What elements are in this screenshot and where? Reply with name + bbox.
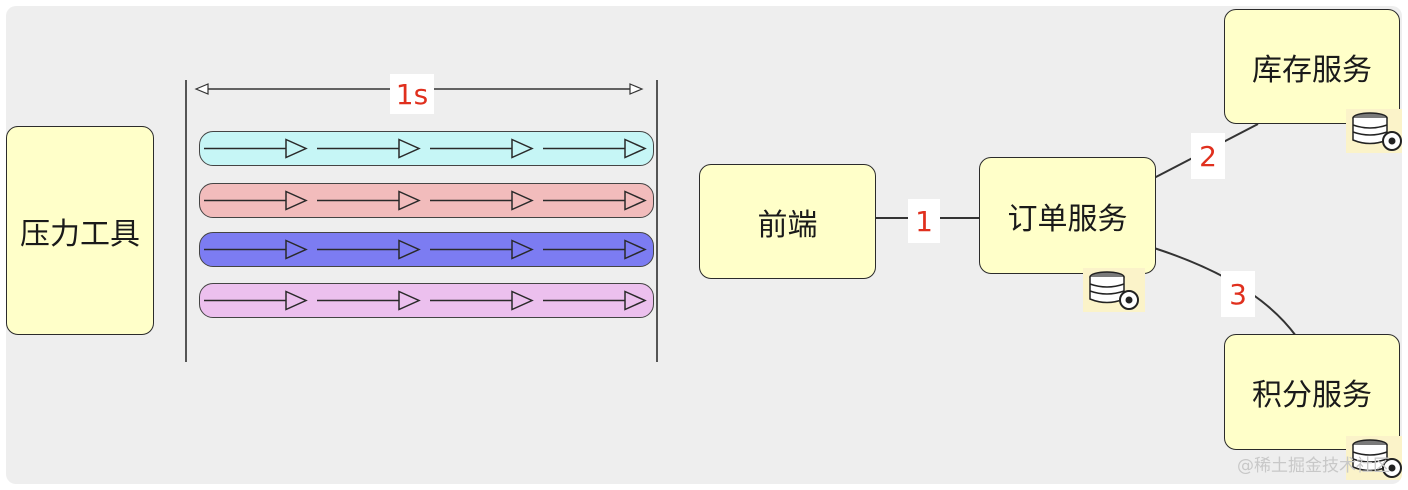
- points-service-node: 积分服务: [1224, 334, 1400, 450]
- duration-arrow-right-head: [629, 83, 644, 95]
- order-service-node: 订单服务: [979, 157, 1156, 274]
- inventory-service-node: 库存服务: [1224, 9, 1400, 124]
- database-gear-icon: [1083, 268, 1145, 312]
- database-gear-icon: [1346, 109, 1402, 153]
- request-lane-2: [199, 183, 654, 218]
- database-gear-icon: [1346, 436, 1402, 480]
- frontend-label: 前端: [757, 207, 818, 243]
- duration-arrow-left-head: [194, 83, 209, 95]
- edge-label-3: 3: [1221, 271, 1255, 317]
- frontend-node: 前端: [699, 164, 876, 279]
- points-service-label: 积分服务: [1252, 378, 1372, 413]
- request-lane-4: [199, 283, 654, 318]
- request-lane-1: [199, 131, 654, 166]
- duration-label: 1s: [390, 74, 434, 114]
- pressure-tool-node: 压力工具: [6, 126, 154, 335]
- edge-label-2: 2: [1191, 133, 1225, 179]
- edge-label-1: 1: [908, 199, 940, 243]
- watermark: @稀土掘金技术社区: [1237, 456, 1390, 476]
- pressure-tool-label: 压力工具: [20, 216, 140, 252]
- diagram-canvas: 压力工具 前端 订单服务 库存服务 积分服务 1 2 3 1s: [6, 6, 1402, 484]
- request-lane-3: [199, 232, 654, 267]
- inventory-service-label: 库存服务: [1252, 52, 1372, 88]
- order-service-label: 订单服务: [1007, 201, 1128, 237]
